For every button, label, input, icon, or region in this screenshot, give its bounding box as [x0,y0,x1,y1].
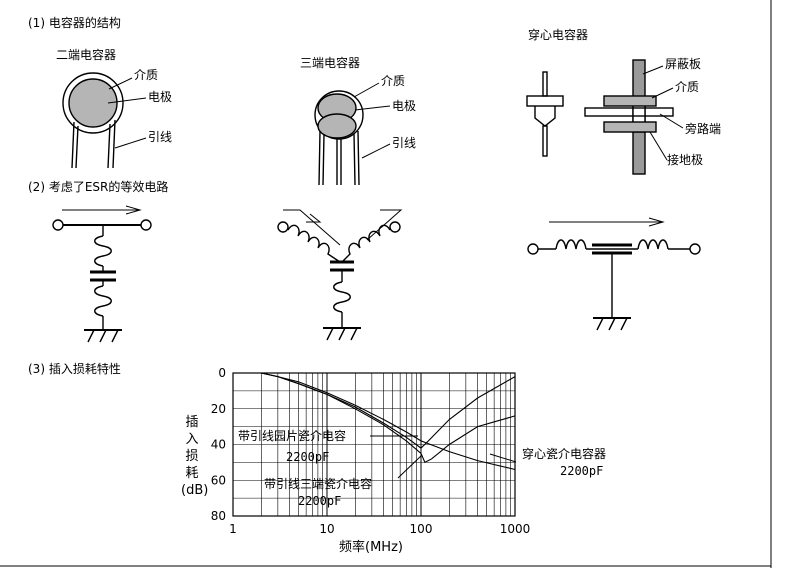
three-terminal-dielectric-label: 介质 [381,74,406,88]
chart-x-tick-label: 100 [410,522,433,536]
equivalent-circuit-three-terminal [277,209,403,341]
annotation-three-terminal-value: 2200pF [298,494,342,508]
chart-x-tick-label: 10 [319,522,334,536]
annotation-three-terminal-label: 带引线三端瓷介电容 [264,477,373,491]
feedthrough-cross-section [584,59,684,175]
three-terminal-lead-label: 引线 [392,136,417,150]
annotation-disc-value: 2200pF [286,450,330,464]
chart-y-tick-label: 20 [211,402,226,416]
chart-y-tick-label: 60 [211,473,226,487]
three-terminal-title: 三端电容器 [300,56,361,70]
chart-x-tick-label: 1 [229,522,237,536]
three-terminal-electrode-label: 电极 [392,99,417,113]
two-terminal-capacitor [62,72,147,169]
equivalent-circuit-two-terminal [52,205,152,343]
chart-y-tick-label: 0 [218,366,226,380]
chart-y-tick-label: 80 [211,509,226,523]
equivalent-circuit-feedthrough [527,217,701,331]
two-terminal-title: 二端电容器 [56,48,117,62]
annotation-disc-label: 带引线园片瓷介电容 [238,429,347,443]
chart-series-line-2 [261,372,516,449]
chart-y-tick-label: 40 [211,438,226,452]
feedthrough-ground-label: 接地极 [667,153,704,167]
chart-series-line-1 [261,372,516,464]
feedthrough-bypass-label: 旁路端 [685,122,722,136]
section2-heading: (2) 考虑了ESR的等效电路 [28,180,169,194]
two-terminal-electrode-label: 电极 [148,90,173,104]
chart-ylabel: 插入损耗(dB) [181,415,209,498]
chart-series-line-3 [261,372,516,471]
feedthrough-dielectric-label: 介质 [675,80,700,94]
section1-heading: (1) 电容器的结构 [28,16,121,30]
two-terminal-dielectric-label: 介质 [134,68,159,82]
feedthrough-title: 穿心电容器 [528,28,589,42]
annotation-feedthrough-value: 2200pF [560,464,604,478]
chart-x-tick-label: 1000 [500,522,531,536]
three-terminal-capacitor [314,82,391,186]
two-terminal-lead-label: 引线 [148,130,173,144]
section3-heading: (3) 插入损耗特性 [28,362,121,376]
annotation-feedthrough-label: 穿心瓷介电容器 [522,447,607,461]
chart-xlabel: 频率(MHz) [339,540,403,555]
feedthrough-small-part [526,71,564,157]
feedthrough-shield-label: 屏蔽板 [665,57,702,71]
